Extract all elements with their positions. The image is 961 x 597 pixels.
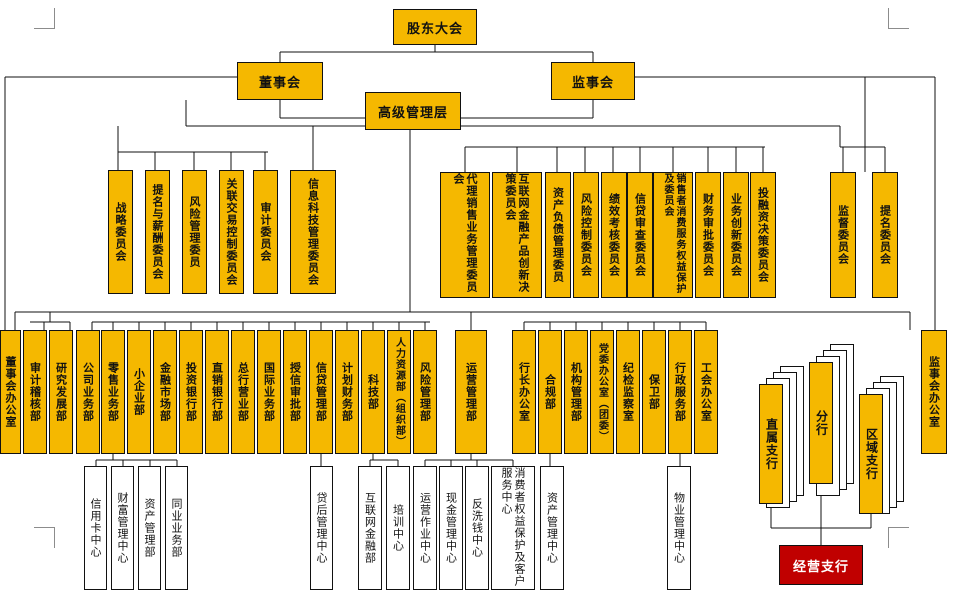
committee-box: 战略委员会 — [108, 170, 133, 294]
department-box: 行政服务部 — [668, 330, 692, 454]
department-box: 信贷管理部 — [309, 330, 333, 454]
sub-unit-box: 现金管理中心 — [439, 466, 463, 590]
mgmt-committee-box: 信贷审查委员会 — [627, 172, 653, 298]
department-box: 工会办公室 — [694, 330, 718, 454]
committee-box: 审计委员会 — [253, 170, 278, 294]
crop-mark — [34, 527, 55, 548]
department-box: 审计稽核部 — [23, 330, 47, 454]
department-box: 计划财务部 — [335, 330, 359, 454]
department-box: 直销银行部 — [205, 330, 229, 454]
operating-branch-box: 经营支行 — [779, 545, 863, 585]
department-box: 金融市场部 — [153, 330, 177, 454]
sup-committee-box: 监督委员会 — [830, 172, 856, 298]
mgmt-committee-box: 绩效考核委员会 — [601, 172, 627, 298]
mgmt-committee-box: 销售者消费服务权益保护及委员会 — [653, 172, 693, 298]
department-box: 零售业务部 — [101, 330, 125, 454]
sub-unit-box: 运营作业中心 — [413, 466, 437, 590]
direct-branch-box: 直属支行 — [759, 384, 783, 504]
department-box: 党委办公室（团委） — [590, 330, 614, 454]
department-box: 总行营业部 — [231, 330, 255, 454]
department-box: 董事会办公室 — [0, 330, 21, 454]
sub-unit-box: 资产管理中心 — [540, 466, 564, 590]
department-box: 授信审批部 — [283, 330, 307, 454]
department-box: 国际业务部 — [257, 330, 281, 454]
mgmt-committee-box: 财务审批委员会 — [695, 172, 721, 298]
department-box: 公司业务部 — [76, 330, 100, 454]
department-box: 运营管理部 — [455, 330, 487, 454]
sub-unit-box: 同业业务部 — [165, 466, 188, 590]
mgmt-committee-box: 业务创新委员会 — [723, 172, 749, 298]
department-box: 人力资源部（组织部） — [387, 330, 411, 454]
department-box: 风险管理部 — [413, 330, 437, 454]
department-box: 研究发展部 — [49, 330, 73, 454]
sub-unit-box: 资产管理部 — [138, 466, 161, 590]
crop-mark — [888, 8, 909, 29]
crop-mark — [888, 527, 909, 548]
department-box: 行长办公室 — [512, 330, 536, 454]
crop-mark — [34, 8, 55, 29]
sub-unit-box: 信用卡中心 — [84, 466, 107, 590]
department-box: 投资银行部 — [179, 330, 203, 454]
department-box: 机构管理部 — [564, 330, 588, 454]
mgmt-committee-box: 互联网金融产品创新决策委员会 — [492, 172, 542, 298]
committee-box: 风险管理委员 — [182, 170, 207, 294]
committee-box: 关联交易控制委员会 — [219, 170, 244, 294]
department-box: 纪检监察室 — [616, 330, 640, 454]
mgmt-committee-box: 资产负债管理委员 — [545, 172, 571, 298]
regional-branch-box: 区域支行 — [859, 394, 883, 514]
sup-committee-box: 提名委员会 — [872, 172, 898, 298]
sub-unit-box: 物业管理中心 — [667, 466, 691, 590]
sub-unit-box: 消费者权益保护及客户服务中心 — [491, 466, 535, 590]
sub-unit-box: 财富管理中心 — [111, 466, 134, 590]
sub-unit-box: 反洗钱中心 — [465, 466, 489, 590]
department-box: 小企业部 — [127, 330, 151, 454]
branch-box: 分行 — [809, 362, 833, 484]
mgmt-committee-box: 投融资决策委员会 — [750, 172, 776, 298]
sub-unit-box: 互联网金融部 — [358, 466, 382, 590]
sub-unit-box: 贷后管理中心 — [310, 466, 333, 590]
supervisory-board-box: 监事会 — [551, 62, 635, 100]
mgmt-committee-box: 代理销售业务管理委员会 — [440, 172, 490, 298]
supervisory-office-box: 监事会办公室 — [921, 330, 947, 454]
mgmt-committee-box: 风险控制委员会 — [573, 172, 599, 298]
board-box: 董事会 — [237, 62, 323, 100]
sub-unit-box: 培训中心 — [386, 466, 410, 590]
shareholders-meeting-box: 股东大会 — [393, 9, 477, 45]
department-box: 保卫部 — [642, 330, 666, 454]
committee-box: 信息科技管理委员会 — [290, 170, 336, 294]
department-box: 科技部 — [361, 330, 385, 454]
senior-management-box: 高级管理层 — [365, 92, 461, 130]
committee-box: 提名与薪酬委员会 — [145, 170, 170, 294]
department-box: 合规部 — [538, 330, 562, 454]
